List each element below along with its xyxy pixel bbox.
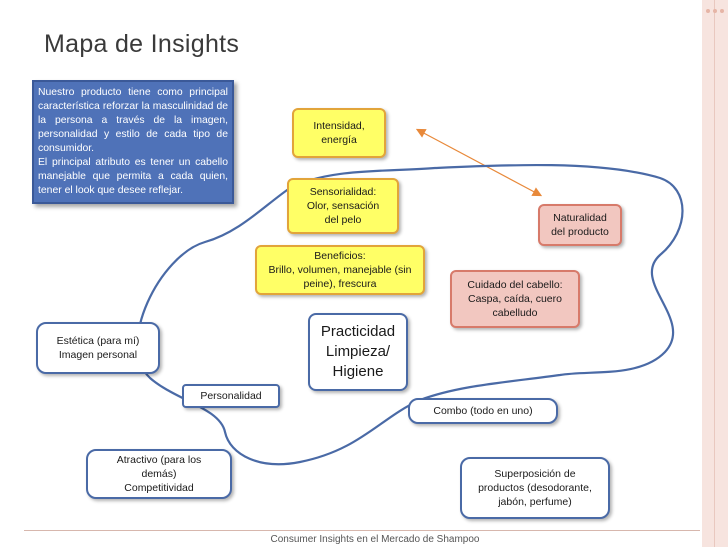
relation-arrow (415, 128, 543, 197)
footer-text: Consumer Insights en el Mercado de Shamp… (270, 534, 480, 545)
node-naturalidad: Naturalidad del producto (538, 204, 622, 246)
decorative-dots (706, 6, 724, 16)
node-sensorialidad: Sensorialidad: Olor, sensación del pelo (287, 178, 399, 234)
node-combo: Combo (todo en uno) (408, 398, 558, 424)
node-superposicion: Superposición de productos (desodorante,… (460, 457, 610, 519)
page-title: Mapa de Insights (44, 30, 240, 58)
footer-divider (24, 530, 700, 531)
node-practicidad: Practicidad Limpieza/ Higiene (308, 313, 408, 391)
description-box: Nuestro producto tiene como principal ca… (32, 80, 234, 204)
node-beneficios: Beneficios: Brillo, volumen, manejable (… (255, 245, 425, 295)
node-intensidad: Intensidad, energía (292, 108, 386, 158)
node-personalidad: Personalidad (182, 384, 280, 408)
node-cuidado: Cuidado del cabello: Caspa, caída, cuero… (450, 270, 580, 328)
node-atractivo: Atractivo (para los demás) Competitivida… (86, 449, 232, 499)
decorative-side-strip (702, 0, 728, 547)
grouping-curve (136, 163, 684, 466)
node-estetica: Estética (para mí) Imagen personal (36, 322, 160, 374)
